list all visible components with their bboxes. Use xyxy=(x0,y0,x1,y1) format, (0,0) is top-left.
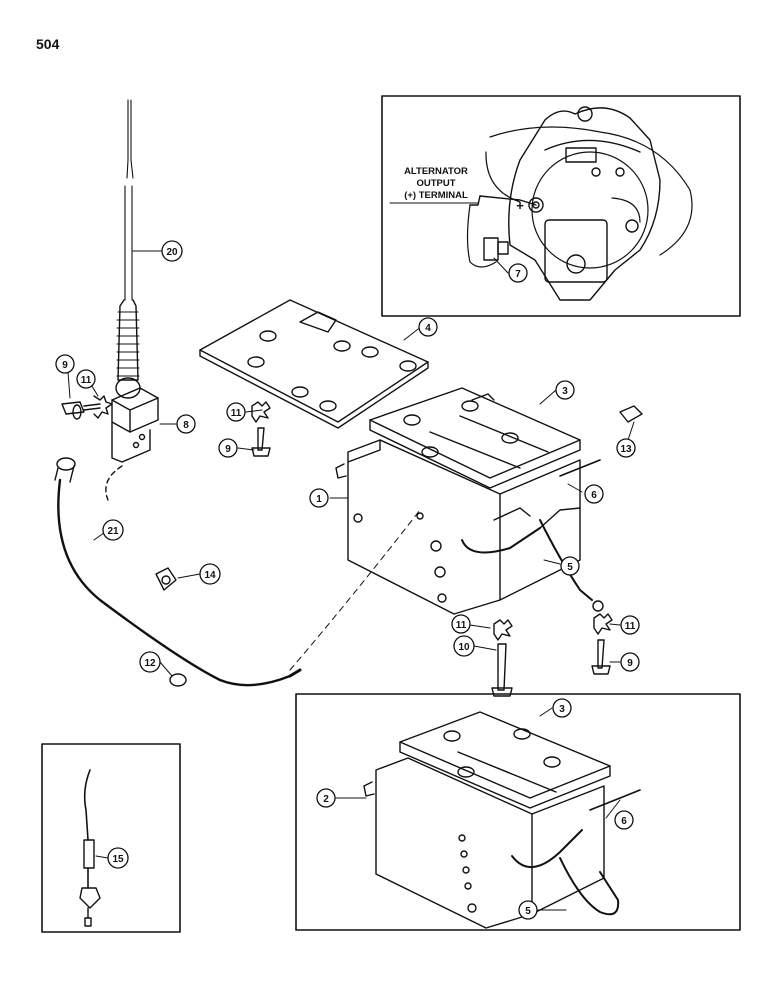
callout-1: 1 xyxy=(309,488,329,508)
callout-11-plate: 11 xyxy=(226,402,246,422)
antenna-bracket xyxy=(111,387,159,463)
callout-8: 8 xyxy=(176,414,196,434)
clip-part xyxy=(619,405,643,423)
alternator-label-line-3: (+) TERMINAL xyxy=(404,190,468,201)
callout-4: 4 xyxy=(418,317,438,337)
svg-text:2: 2 xyxy=(323,794,329,805)
callout-3-inset: 3 xyxy=(552,698,572,718)
svg-text:3: 3 xyxy=(562,386,568,397)
callout-6-inset: 6 xyxy=(614,810,634,830)
alternator-label-line-2: OUTPUT xyxy=(416,178,455,189)
svg-text:11: 11 xyxy=(625,621,636,632)
svg-text:20: 20 xyxy=(166,247,178,258)
svg-text:15: 15 xyxy=(112,854,124,865)
callout-3-main: 3 xyxy=(555,380,575,400)
mounting-plate xyxy=(199,299,429,429)
callout-20: 20 xyxy=(161,240,183,262)
alternator-label-line-1: ALTERNATOR xyxy=(404,166,468,177)
svg-text:3: 3 xyxy=(559,704,565,715)
antenna-lead-inset-frame xyxy=(41,743,181,933)
callout-9-bracket: 9 xyxy=(55,354,75,374)
leader-lines xyxy=(67,202,635,911)
callout-7: 7 xyxy=(508,263,528,283)
svg-text:9: 9 xyxy=(225,444,231,455)
callout-10: 10 xyxy=(453,635,475,657)
svg-text:8: 8 xyxy=(183,420,189,431)
radio-assembly xyxy=(335,387,604,615)
callout-15: 15 xyxy=(107,847,129,869)
svg-text:7: 7 xyxy=(515,269,521,280)
callout-2: 2 xyxy=(316,788,336,808)
alternator-output-label: ALTERNATOR OUTPUT (+) TERMINAL + xyxy=(404,166,524,213)
antenna-lead-drawing xyxy=(79,769,101,927)
svg-text:6: 6 xyxy=(591,490,597,501)
cable-clip xyxy=(155,567,177,591)
svg-text:11: 11 xyxy=(81,375,92,386)
lower-fasteners xyxy=(251,401,613,697)
alternator-plus-sign: + xyxy=(516,198,524,213)
svg-text:4: 4 xyxy=(425,323,431,334)
callout-14: 14 xyxy=(199,563,221,585)
svg-text:5: 5 xyxy=(567,562,573,573)
callout-9-plate: 9 xyxy=(218,438,238,458)
svg-text:21: 21 xyxy=(107,526,119,537)
alternate-radio-inset-frame xyxy=(295,693,741,931)
svg-text:1: 1 xyxy=(316,494,322,505)
svg-text:14: 14 xyxy=(204,570,216,581)
svg-text:10: 10 xyxy=(458,642,470,653)
callout-11-lower-left: 11 xyxy=(451,614,471,634)
callout-11-bracket: 11 xyxy=(76,369,96,389)
alternator-inset-frame xyxy=(381,95,741,317)
svg-text:9: 9 xyxy=(62,360,68,371)
page-number: 504 xyxy=(36,36,60,52)
alternator-drawing xyxy=(466,106,693,301)
callout-5-main: 5 xyxy=(560,556,580,576)
svg-text:13: 13 xyxy=(620,444,632,455)
callout-11-lower-right: 11 xyxy=(620,615,640,635)
callout-9-lower: 9 xyxy=(620,652,640,672)
svg-text:9: 9 xyxy=(627,658,633,669)
svg-text:12: 12 xyxy=(144,658,156,669)
svg-text:11: 11 xyxy=(231,408,242,419)
bracket-screw-and-washer xyxy=(61,395,113,420)
callout-13: 13 xyxy=(616,438,636,458)
svg-text:5: 5 xyxy=(525,906,531,917)
svg-text:6: 6 xyxy=(621,816,627,827)
callout-12: 12 xyxy=(139,651,161,673)
callout-21: 21 xyxy=(102,519,124,541)
alternate-radio-drawing xyxy=(363,711,641,929)
callout-markers: 20 4 3 6 1 5 7 8 9 11 11 9 13 11 10 11 9… xyxy=(55,240,640,920)
callout-5-inset: 5 xyxy=(518,900,538,920)
antenna-mast xyxy=(115,99,141,399)
svg-text:11: 11 xyxy=(456,620,467,631)
grommet xyxy=(169,673,187,687)
callout-6-main: 6 xyxy=(584,484,604,504)
antenna-cable xyxy=(54,457,421,687)
